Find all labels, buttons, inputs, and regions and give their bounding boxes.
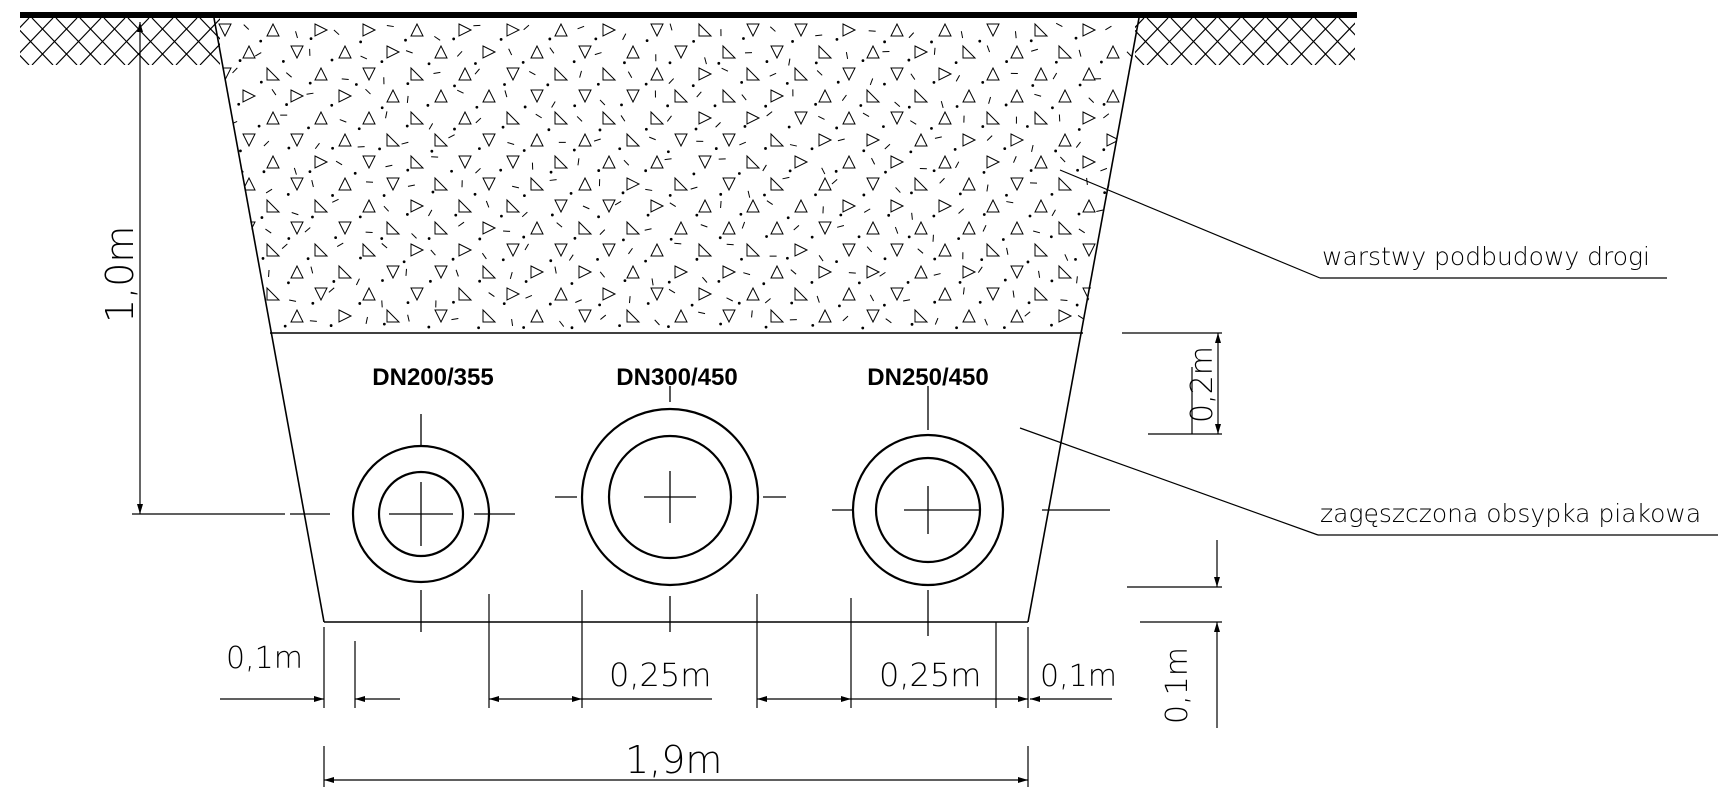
trench-wall-right (1028, 18, 1139, 622)
pipe-dn250 (832, 386, 1110, 636)
dimension-gap-2-label: 0,25m (879, 656, 981, 694)
dimension-bottom-bed-label: 0,1m (1160, 647, 1195, 724)
dimension-depth (132, 22, 285, 514)
soil-hatch-left (0, 18, 317, 65)
dimension-depth-label: 1,0m (98, 226, 142, 323)
leader-road-layers (1060, 170, 1320, 278)
dimension-gap-1-label: 0,25m (609, 656, 711, 694)
dimension-left-clearance-label: 0,1m (226, 641, 303, 676)
dimension-top-cover-label: 0,2m (1185, 346, 1220, 423)
pipe-dn200 (290, 414, 515, 632)
dimension-total-width-label: 1,9m (625, 738, 722, 782)
pipe-dn300 (555, 386, 786, 632)
pipe-label-dn300: DN300/450 (616, 364, 737, 391)
label-road-layers: warstwy podbudowy drogi (1322, 242, 1650, 271)
dimension-right-clearance-label: 0,1m (1040, 659, 1117, 694)
pipe-label-dn250: DN250/450 (867, 364, 988, 391)
leader-sand-bedding (1020, 428, 1318, 535)
road-base-gravel-pattern (210, 23, 1136, 329)
trench-wall-left (214, 18, 324, 622)
pipe-label-dn200: DN200/355 (372, 364, 493, 391)
label-sand-bedding: zagęszczona obsypka piakowa (1320, 499, 1701, 528)
